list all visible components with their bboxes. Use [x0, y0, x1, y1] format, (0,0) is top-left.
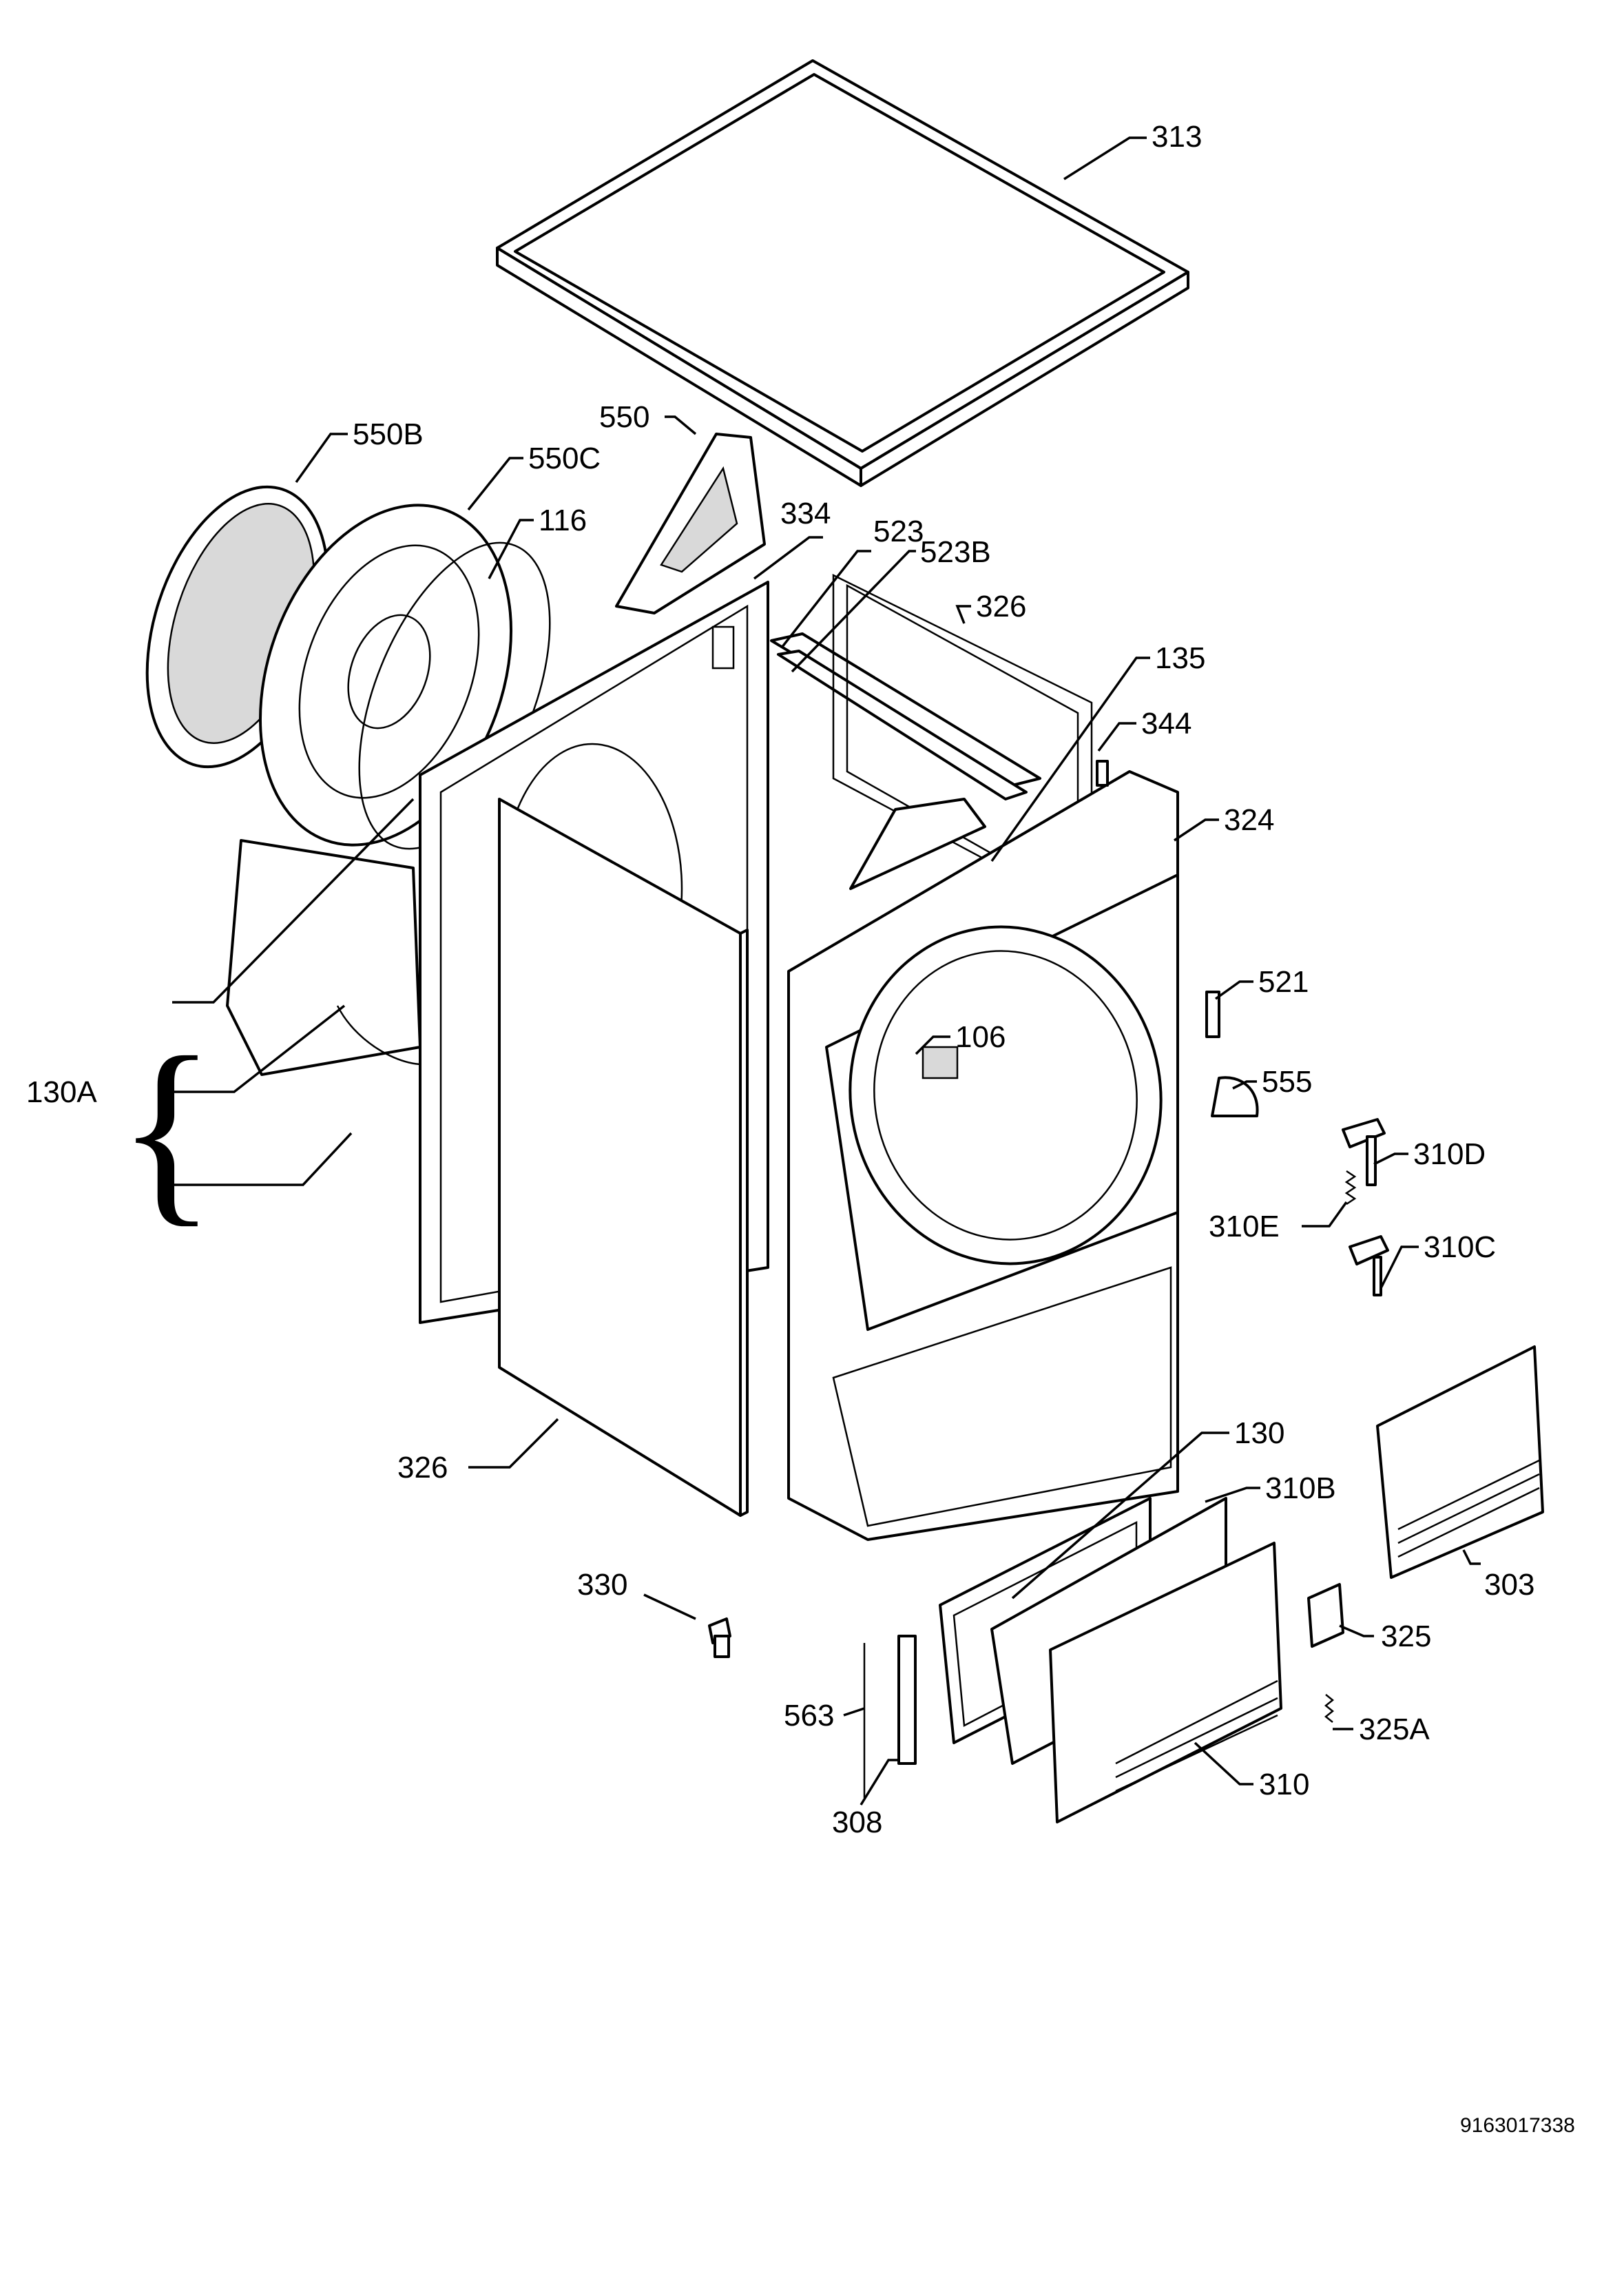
callout-555: 555: [1262, 1065, 1312, 1099]
callouts: 313 550B 550C 116 550 334 523 523B 326 1…: [26, 120, 1534, 1839]
callout-310: 310: [1259, 1768, 1309, 1801]
callout-326-top: 326: [976, 590, 1026, 623]
callout-116: 116: [539, 504, 587, 537]
leader-lines: [172, 136, 1481, 1806]
callout-106: 106: [955, 1020, 1006, 1054]
callout-310C: 310C: [1424, 1230, 1496, 1264]
callout-130A: 130A: [26, 1075, 97, 1109]
callout-523B: 523B: [920, 535, 991, 569]
seal-strip-part: [770, 632, 1041, 800]
callout-344: 344: [1141, 707, 1191, 741]
callout-521: 521: [1258, 965, 1309, 999]
callout-334: 334: [780, 497, 831, 530]
latch-parts: [1342, 1118, 1389, 1296]
callout-550: 550: [599, 400, 649, 434]
callout-303: 303: [1484, 1568, 1534, 1602]
callout-550C: 550C: [528, 442, 601, 475]
callout-324: 324: [1224, 803, 1274, 837]
callout-130: 130: [1234, 1416, 1284, 1450]
panel-303-part: [1376, 1345, 1544, 1579]
callout-550B: 550B: [353, 417, 424, 451]
drawer-front-part: [1049, 1542, 1282, 1823]
brace-130A: {: [117, 1015, 216, 1243]
callout-310E: 310E: [1209, 1210, 1280, 1243]
top-cover-part: [496, 59, 1189, 487]
callout-308: 308: [832, 1806, 882, 1839]
small-parts-right: [1096, 760, 1259, 1117]
callout-563: 563: [784, 1699, 834, 1732]
callout-135: 135: [1155, 641, 1205, 675]
callout-325A: 325A: [1359, 1713, 1430, 1746]
front-cabinet-part: [787, 770, 1179, 1541]
callout-330: 330: [577, 1568, 627, 1602]
callout-326-bottom: 326: [397, 1451, 448, 1484]
document-number: 9163017338: [1460, 2114, 1575, 2137]
filter-housing-part: [615, 433, 766, 614]
callout-310B: 310B: [1265, 1471, 1336, 1505]
callout-310D: 310D: [1413, 1137, 1486, 1171]
small-parts-bottom: [708, 1583, 1344, 1798]
callout-313: 313: [1152, 120, 1202, 154]
callout-325: 325: [1381, 1620, 1431, 1653]
callout-523: 523: [873, 515, 924, 548]
side-panel-part: [498, 798, 749, 1517]
